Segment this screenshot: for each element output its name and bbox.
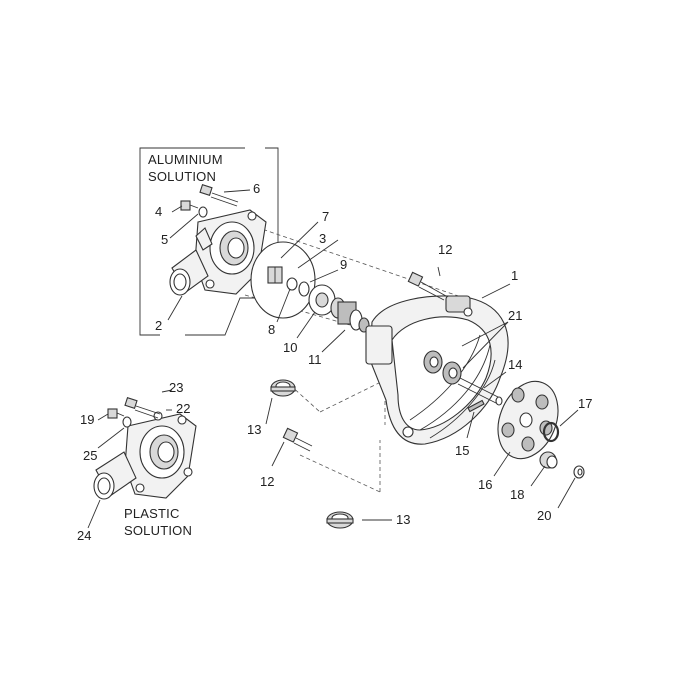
callout-17: 17: [578, 396, 592, 411]
callout-5: 5: [161, 232, 168, 247]
callout-14: 14: [508, 357, 522, 372]
roller-18: [539, 451, 558, 469]
clip-13-lower: [326, 511, 354, 529]
washer-20: [573, 465, 585, 479]
washer-8: [286, 277, 298, 291]
washer-5: [198, 206, 208, 218]
callout-13-lower: 13: [396, 512, 410, 527]
cam-disk-16: [497, 380, 559, 460]
key-15: [467, 399, 485, 413]
callout-19: 19: [80, 412, 94, 427]
callout-8: 8: [268, 322, 275, 337]
callout-7: 7: [322, 209, 329, 224]
nut-7: [267, 266, 283, 284]
bearing-21: [423, 350, 462, 385]
callout-15: 15: [455, 443, 469, 458]
callout-23: 23: [169, 380, 183, 395]
valve-11: [330, 297, 370, 333]
bolt-12-lower: [282, 427, 313, 452]
caption-aluminium-line1: ALUMINIUM: [148, 152, 223, 167]
washer-9: [298, 281, 310, 297]
screw-4: [180, 200, 199, 211]
callout-22: 22: [176, 401, 190, 416]
callout-1: 1: [511, 268, 518, 283]
callout-9: 9: [340, 257, 347, 272]
o-ring-17: [542, 421, 560, 443]
bolt-12-upper: [407, 271, 447, 301]
bolt-23: [124, 396, 161, 419]
callout-6: 6: [253, 181, 260, 196]
callout-13-upper: 13: [247, 422, 261, 437]
callout-2: 2: [155, 318, 162, 333]
caption-plastic-line1: PLASTIC: [124, 506, 180, 521]
callout-24: 24: [77, 528, 91, 543]
callout-21: 21: [508, 308, 522, 323]
callout-12-upper: 12: [438, 242, 452, 257]
aluminium-solution-frame: [139, 147, 245, 336]
callout-20: 20: [537, 508, 551, 523]
aluminium-pump-head: [169, 209, 267, 296]
leader-lines: [87, 189, 579, 529]
callout-11: 11: [308, 352, 322, 367]
callout-4: 4: [155, 204, 162, 219]
screw-19: [107, 408, 125, 419]
washer-25: [122, 416, 132, 428]
bolt-6: [199, 183, 239, 207]
shaft-14: [457, 377, 503, 406]
callout-16: 16: [478, 477, 492, 492]
clip-13-upper: [270, 379, 296, 397]
caption-plastic-line2: SOLUTION: [124, 523, 192, 538]
callout-18: 18: [510, 487, 524, 502]
callout-10: 10: [283, 340, 297, 355]
callout-3: 3: [319, 231, 326, 246]
callout-12-lower: 12: [260, 474, 274, 489]
caption-aluminium-line2: SOLUTION: [148, 169, 216, 184]
plastic-pump-head: [93, 413, 197, 500]
callout-25: 25: [83, 448, 97, 463]
